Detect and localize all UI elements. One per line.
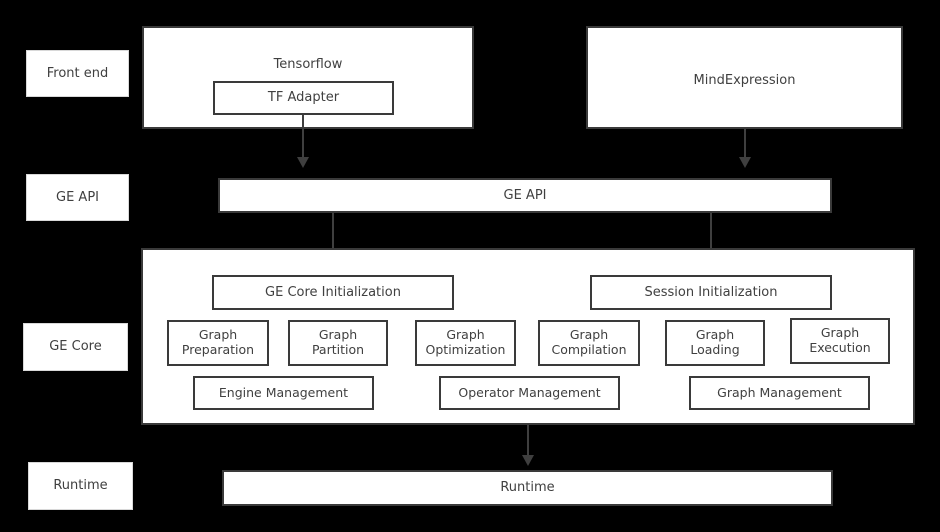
stage-label-front-end: Front end bbox=[26, 50, 129, 97]
graph-execution-box: Graph Execution bbox=[790, 318, 890, 364]
session-initialization-label: Session Initialization bbox=[644, 284, 778, 300]
connector-geapi-to-gecoreinit bbox=[332, 213, 334, 261]
graph-compilation-label: Graph Compilation bbox=[551, 327, 627, 357]
graph-optimization-box: Graph Optimization bbox=[415, 320, 516, 366]
runtime-bar-label: Runtime bbox=[500, 480, 555, 496]
graph-compilation-box: Graph Compilation bbox=[538, 320, 640, 366]
connector-tfadapter-to-geapi bbox=[302, 115, 304, 159]
mindexpression-title: MindExpression bbox=[693, 73, 796, 88]
stage-label-ge-core: GE Core bbox=[23, 323, 128, 371]
graph-optimization-label: Graph Optimization bbox=[425, 327, 506, 357]
graph-loading-label: Graph Loading bbox=[690, 327, 740, 357]
ge-api-bar: GE API bbox=[218, 178, 832, 213]
graph-preparation-box: Graph Preparation bbox=[167, 320, 269, 366]
graph-management-box: Graph Management bbox=[689, 376, 870, 410]
stage-label-runtime-text: Runtime bbox=[53, 478, 108, 494]
engine-management-label: Engine Management bbox=[218, 384, 349, 400]
arrowhead-tfadapter-to-geapi bbox=[297, 157, 309, 168]
graph-loading-box: Graph Loading bbox=[665, 320, 765, 366]
graph-execution-label: Graph Execution bbox=[809, 325, 871, 355]
arrowhead-gecore-to-runtime bbox=[522, 455, 534, 466]
graph-management-label: Graph Management bbox=[717, 384, 842, 400]
graph-preparation-label: Graph Preparation bbox=[181, 327, 255, 357]
runtime-bar: Runtime bbox=[222, 470, 833, 506]
mindexpression-container: MindExpression bbox=[586, 26, 903, 129]
stage-label-runtime: Runtime bbox=[28, 462, 133, 510]
session-initialization-box: Session Initialization bbox=[590, 275, 832, 310]
stage-label-front-end-text: Front end bbox=[46, 65, 109, 81]
ge-core-initialization-box: GE Core Initialization bbox=[212, 275, 454, 310]
graph-partition-box: Graph Partition bbox=[288, 320, 388, 366]
arrowhead-mindexpression-to-geapi bbox=[739, 157, 751, 168]
engine-management-box: Engine Management bbox=[193, 376, 374, 410]
stage-label-ge-api-text: GE API bbox=[56, 189, 99, 205]
stage-label-ge-core-text: GE Core bbox=[49, 339, 102, 355]
connector-gecore-to-runtime bbox=[527, 425, 529, 457]
ge-core-initialization-label: GE Core Initialization bbox=[265, 284, 401, 300]
operator-management-box: Operator Management bbox=[439, 376, 620, 410]
tf-adapter-label: TF Adapter bbox=[267, 90, 340, 106]
graph-partition-label: Graph Partition bbox=[311, 327, 365, 357]
tensorflow-title: Tensorflow bbox=[273, 57, 343, 72]
operator-management-label: Operator Management bbox=[458, 384, 601, 400]
stage-label-ge-api: GE API bbox=[26, 174, 129, 221]
ge-api-bar-label: GE API bbox=[503, 187, 547, 203]
tf-adapter-box: TF Adapter bbox=[213, 81, 394, 115]
connector-geapi-to-sessioninit bbox=[710, 213, 712, 261]
connector-mindexpression-to-geapi bbox=[744, 129, 746, 159]
